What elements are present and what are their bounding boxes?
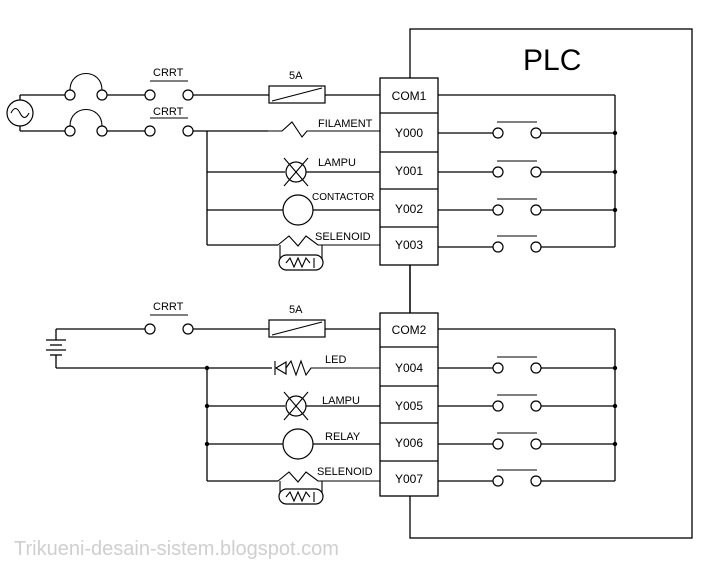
ac-source-icon (6, 94, 65, 132)
solenoid-icon: SELENOID (207, 231, 380, 271)
plc-enclosure (409, 28, 693, 539)
crrt-breaker-1: CRRT (144, 67, 194, 101)
lamp-icon: LAMPU (207, 157, 380, 187)
overload-switch-1 (64, 73, 145, 101)
plc-title: PLC (523, 44, 581, 77)
led-icon: LED (274, 354, 380, 377)
fuse-5a-bottom: 5A (268, 304, 326, 338)
svg-text:LAMPU: LAMPU (318, 157, 356, 169)
terminal-com1: COM1 (392, 89, 427, 103)
internal-contacts-top (438, 94, 618, 253)
svg-text:RELAY: RELAY (325, 431, 361, 443)
terminal-y001: Y001 (395, 164, 423, 178)
svg-text:5A: 5A (289, 70, 303, 82)
terminal-y006: Y006 (395, 436, 423, 450)
filament-load: FILAMENT (268, 118, 380, 138)
terminal-y007: Y007 (395, 472, 423, 486)
terminal-com2: COM2 (392, 323, 427, 337)
svg-text:CONTACTOR: CONTACTOR (312, 192, 374, 203)
contact-y002 (438, 198, 615, 216)
svg-text:FILAMENT: FILAMENT (318, 118, 373, 130)
battery-icon (46, 328, 272, 369)
overload-switch-2 (64, 109, 145, 137)
terminal-y003: Y003 (395, 238, 423, 252)
internal-contacts-bottom (438, 328, 618, 487)
svg-text:SELENOID: SELENOID (317, 466, 373, 478)
terminal-block-top: COM1 Y000 Y001 Y002 Y003 (379, 77, 439, 266)
terminal-y002: Y002 (395, 202, 423, 216)
contactor-coil-icon: CONTACTOR (207, 192, 380, 226)
terminal-y005: Y005 (395, 399, 423, 413)
contact-y004 (438, 356, 615, 374)
watermark: Trikueni-desain-sistem.blogspot.com (14, 538, 339, 560)
contact-y000 (438, 121, 615, 139)
relay-coil-icon: RELAY (207, 428, 380, 460)
terminal-y000: Y000 (395, 126, 423, 140)
crrt-breaker-2: CRRT (144, 106, 194, 137)
svg-text:CRRT: CRRT (153, 67, 184, 79)
terminal-block-bottom: COM2 Y004 Y005 Y006 Y007 (379, 312, 439, 497)
svg-text:5A: 5A (289, 304, 303, 316)
crrt-breaker-3: CRRT (144, 301, 194, 335)
svg-text:CRRT: CRRT (153, 106, 184, 118)
fuse-5a-top: 5A (268, 70, 326, 104)
contact-y003 (438, 235, 615, 253)
terminal-y004: Y004 (395, 361, 423, 375)
svg-text:LAMPU: LAMPU (322, 395, 360, 407)
contact-y006 (438, 432, 615, 450)
svg-text:SELENOID: SELENOID (315, 231, 371, 243)
svg-text:LED: LED (325, 354, 346, 366)
solenoid-icon-2: SELENOID (207, 466, 380, 505)
contact-y007 (438, 469, 615, 487)
svg-text:CRRT: CRRT (153, 301, 184, 313)
contact-y005 (438, 394, 615, 412)
lamp-icon-2: LAMPU (207, 391, 380, 421)
contact-y001 (438, 160, 615, 178)
